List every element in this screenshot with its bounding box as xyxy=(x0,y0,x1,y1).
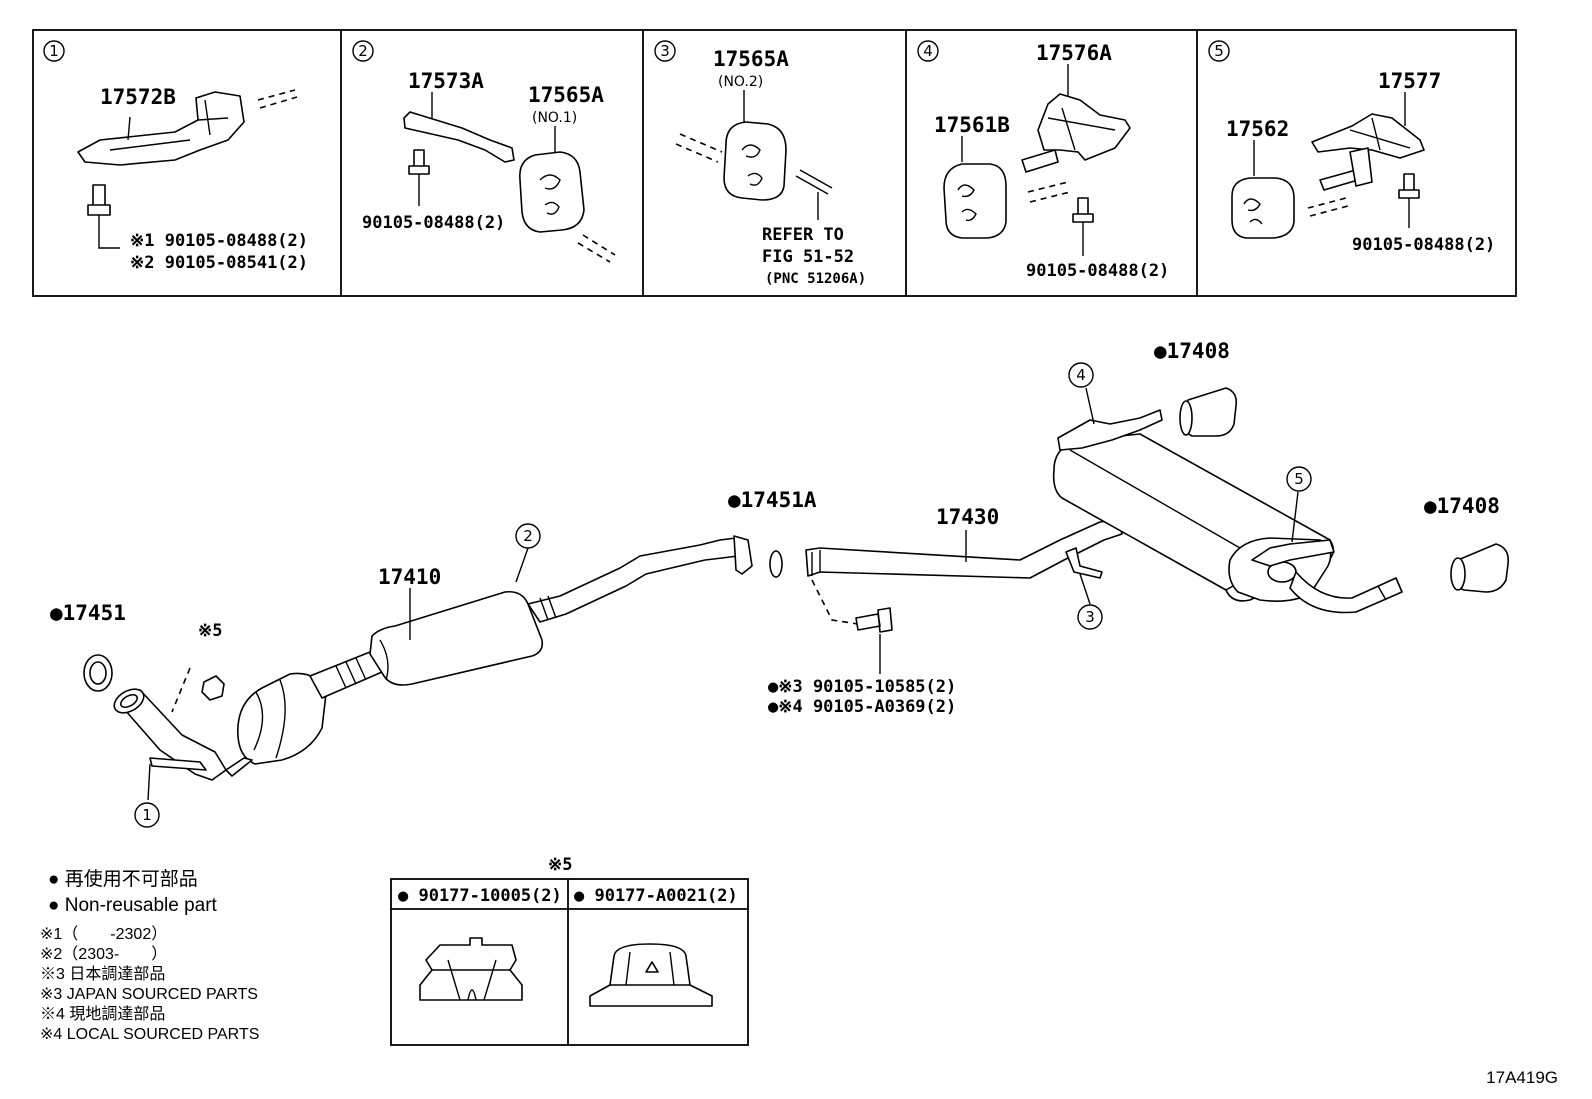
legend-line-4: ※2（2303- ） xyxy=(40,945,167,963)
callout-5[interactable]: 5 xyxy=(1286,466,1312,492)
part-label-17565A-no2[interactable]: 17565A xyxy=(713,47,789,71)
bolt-label-p5[interactable]: 90105-08488(2) xyxy=(1352,235,1495,255)
figure-code: 17A419G xyxy=(1486,1068,1558,1087)
svg-text:1: 1 xyxy=(142,806,152,824)
part-label-17562[interactable]: 17562 xyxy=(1226,117,1289,141)
bolt-panel1 xyxy=(87,184,111,216)
hanger-17561B xyxy=(943,163,1007,239)
bolt-label-p2[interactable]: 90105-08488(2) xyxy=(362,213,505,233)
bolt-label-s2[interactable]: ※2 90105-08541(2) xyxy=(130,253,308,273)
legend-line-6: ※3 JAPAN SOURCED PARTS xyxy=(40,986,258,1003)
svg-text:5: 5 xyxy=(1294,470,1304,488)
nut-table: ※5 ● 90177-10005(2) ● 90177-A0021(2) xyxy=(390,855,749,1046)
svg-text:3: 3 xyxy=(660,42,670,60)
svg-text:4: 4 xyxy=(923,42,933,60)
detail-panels: 1 2 3 4 5 17572B ※1 90105-08488(2) ※2 90… xyxy=(32,29,1517,297)
panel-2-number: 2 xyxy=(352,40,374,62)
legend-line-2: ● Non-reusable part xyxy=(48,895,218,916)
bolt-panel4 xyxy=(1072,197,1094,223)
callout-3[interactable]: 3 xyxy=(1077,604,1103,630)
part-sub-no2: (NO.2) xyxy=(718,74,763,90)
part-label-17561B[interactable]: 17561B xyxy=(934,113,1010,137)
center-muffler-17410 xyxy=(369,590,544,686)
part-label-17576A[interactable]: 17576A xyxy=(1036,41,1112,65)
stud-panel4 xyxy=(1021,149,1059,173)
part-sub-no1: (NO.1) xyxy=(532,110,577,126)
refer-to-label[interactable]: REFER TO xyxy=(762,225,844,245)
label-17408-right[interactable]: ●17408 xyxy=(1424,494,1500,518)
nut-col1-label[interactable]: ● 90177-10005(2) xyxy=(398,886,562,906)
svg-text:1: 1 xyxy=(49,42,59,60)
hanger-17565A-no2 xyxy=(723,121,787,201)
label-bolt-s4[interactable]: ●※4 90105-A0369(2) xyxy=(768,697,956,717)
callouts: 1 2 3 4 5 xyxy=(134,362,1312,828)
label-star5[interactable]: ※5 xyxy=(198,621,222,641)
panel-4-number: 4 xyxy=(917,40,939,62)
legend: ● 再使用不可部品 ● Non-reusable part ※1（ -2302）… xyxy=(40,868,259,1043)
nut-col2-label[interactable]: ● 90177-A0021(2) xyxy=(574,886,738,906)
svg-text:4: 4 xyxy=(1076,366,1086,384)
hanger-17562 xyxy=(1231,177,1295,239)
legend-line-1: ● 再使用不可部品 xyxy=(48,868,198,890)
legend-line-5: ※3 日本調達部品 xyxy=(40,965,165,983)
svg-text:3: 3 xyxy=(1085,608,1095,626)
callout-1[interactable]: 1 xyxy=(134,802,160,828)
bolt-panel5 xyxy=(1398,173,1420,199)
refer-pnc-label[interactable]: (PNC 51206A) xyxy=(765,271,866,287)
front-bracket xyxy=(149,757,207,771)
part-label-17577[interactable]: 17577 xyxy=(1378,69,1441,93)
muffler-hanger-rear xyxy=(1251,539,1335,567)
hanger-17565A-no1 xyxy=(518,151,585,233)
main-assembly xyxy=(83,387,1510,801)
bolt-label-p4[interactable]: 90105-08488(2) xyxy=(1026,261,1169,281)
main-part-labels: ●17408 ●17408 ●17451A 17430 17410 ●17451… xyxy=(50,339,1500,717)
label-bolt-s3[interactable]: ●※3 90105-10585(2) xyxy=(768,677,956,697)
nut-table-title: ※5 xyxy=(548,855,572,875)
refer-fig-label[interactable]: FIG 51-52 xyxy=(762,247,854,267)
part-label-17565A-no1[interactable]: 17565A xyxy=(528,83,604,107)
part-label-17573A[interactable]: 17573A xyxy=(408,69,484,93)
flex-pipe xyxy=(309,651,383,699)
mid-pipe-flange xyxy=(733,535,753,575)
converter-outlet xyxy=(225,757,253,777)
muffler-hanger-front xyxy=(1057,409,1163,451)
tail-outlet-pipe xyxy=(1289,571,1403,614)
callout-2[interactable]: 2 xyxy=(515,523,541,549)
bracket-17572B xyxy=(77,91,245,166)
bracket-17576A xyxy=(1037,93,1131,161)
svg-text:2: 2 xyxy=(523,527,533,545)
panel-3-number: 3 xyxy=(654,40,676,62)
label-17430[interactable]: 17430 xyxy=(936,505,999,529)
pipe-hanger-rod xyxy=(1065,547,1103,579)
bolt-panel2 xyxy=(408,149,430,175)
label-17408-top[interactable]: ●17408 xyxy=(1154,339,1230,363)
mid-pipe xyxy=(527,537,739,623)
callout-4[interactable]: 4 xyxy=(1068,362,1094,388)
part-label-17572B[interactable]: 17572B xyxy=(100,85,176,109)
panel-5-number: 5 xyxy=(1208,40,1230,62)
bolt-label-s1[interactable]: ※1 90105-08488(2) xyxy=(130,231,308,251)
nut-star5 xyxy=(201,675,225,701)
legend-line-3: ※1（ -2302） xyxy=(40,925,167,943)
bolt-90105 xyxy=(855,607,893,633)
nut-90177-A0021 xyxy=(589,943,713,1007)
label-17451A[interactable]: ●17451A xyxy=(728,488,817,512)
bracket-17573A xyxy=(403,111,515,163)
panels-frame xyxy=(32,29,1517,297)
panel-1-number: 1 xyxy=(43,40,65,62)
label-17410[interactable]: 17410 xyxy=(378,565,441,589)
legend-line-8: ※4 LOCAL SOURCED PARTS xyxy=(40,1026,259,1043)
svg-text:5: 5 xyxy=(1214,42,1224,60)
label-17451[interactable]: ●17451 xyxy=(50,601,126,625)
stud-panel5 xyxy=(1319,169,1359,191)
legend-line-7: ※4 現地調達部品 xyxy=(40,1005,165,1023)
svg-text:2: 2 xyxy=(358,42,368,60)
gasket-17451A xyxy=(769,550,783,578)
